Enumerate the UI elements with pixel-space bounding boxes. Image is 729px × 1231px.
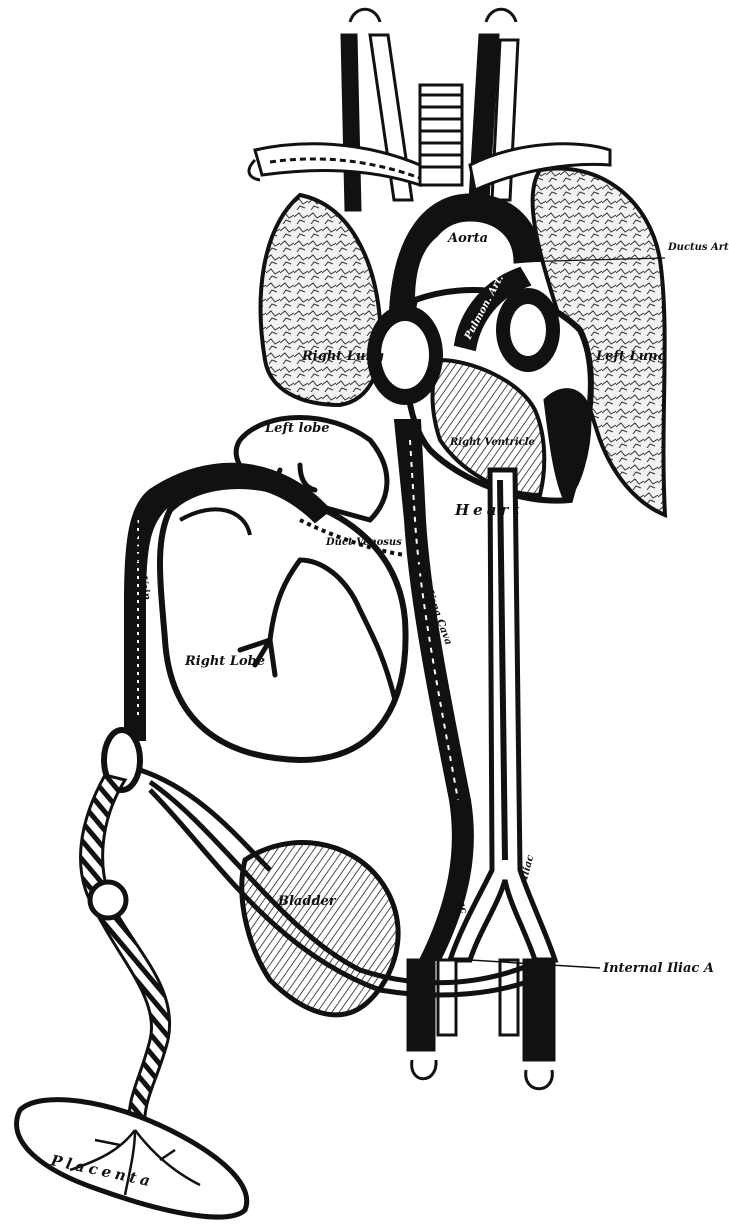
trachea <box>420 85 462 185</box>
label-duct-venosus: Duct Venosus <box>325 537 402 548</box>
label-right-lobe: Right Lobe <box>184 654 265 669</box>
label-internal-iliac: Internal Iliac A <box>602 961 714 976</box>
label-heart: Heart <box>454 501 523 519</box>
label-left-lung: Left Lung <box>595 349 667 364</box>
label-left-lobe: Left lobe <box>264 421 330 436</box>
label-bladder: Bladder <box>277 894 337 909</box>
right-lung <box>261 195 381 405</box>
label-ductus-arteriosus: Ductus Arteriosus <box>667 242 729 253</box>
umbilical-cord <box>81 775 170 1130</box>
label-aorta: Aorta <box>446 231 488 246</box>
label-right-ventricle: Right Ventricle <box>449 437 535 448</box>
cord-knot <box>90 882 126 918</box>
label-right-lung: Right Lung <box>301 349 384 364</box>
